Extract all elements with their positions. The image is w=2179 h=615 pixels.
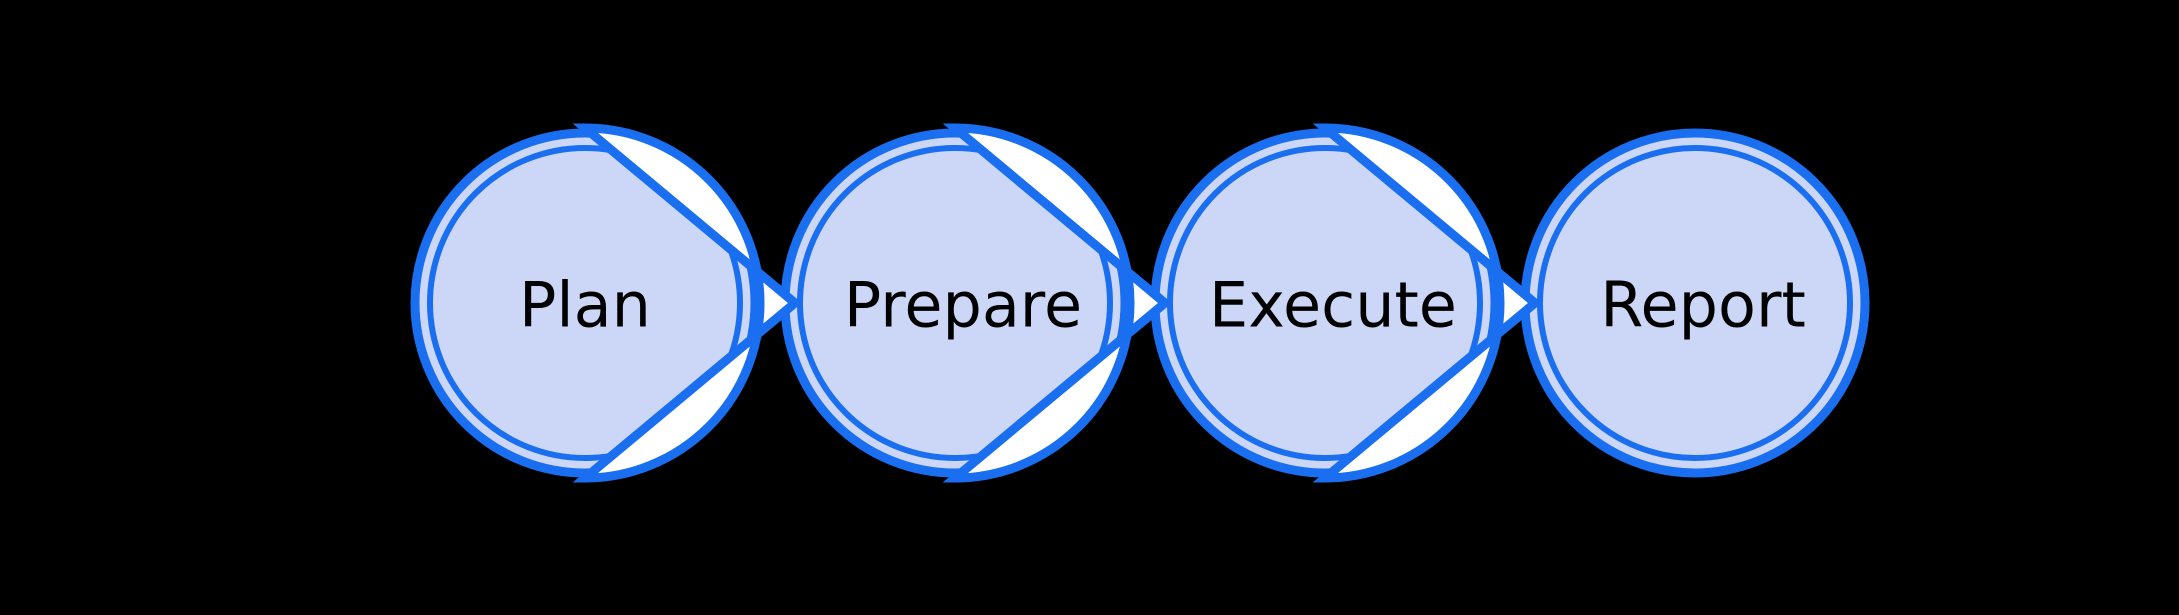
step-label-execute: Execute [1209, 269, 1457, 342]
chevron-arrow-icon [572, 123, 803, 483]
chevron-arrow-icon [942, 123, 1173, 483]
step-inner-ring [427, 145, 743, 461]
step-label-plan: Plan [519, 269, 651, 342]
chevron-arrow-icon [1312, 123, 1543, 483]
step-label-report: Report [1600, 269, 1806, 342]
process-step-plan[interactable] [410, 128, 760, 478]
step-label-prepare: Prepare [844, 269, 1082, 342]
